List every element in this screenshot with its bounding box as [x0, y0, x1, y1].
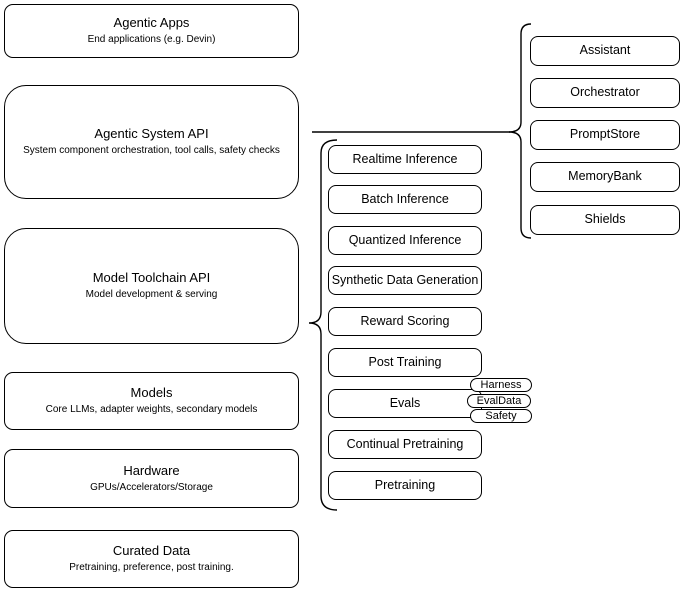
- node-title: Agentic System API: [94, 126, 209, 142]
- node-title: Model Toolchain API: [92, 270, 211, 286]
- node-title: Models: [130, 385, 173, 401]
- node-label: Batch Inference: [361, 191, 449, 206]
- pill-label: Harness: [480, 379, 522, 391]
- node-label: Realtime Inference: [352, 151, 458, 166]
- node-post-training: Post Training: [328, 348, 482, 377]
- node-model-toolchain-api: Model Toolchain API Model development & …: [4, 228, 299, 344]
- node-label: Orchestrator: [570, 85, 640, 100]
- node-title: Curated Data: [112, 543, 191, 559]
- node-label: PromptStore: [569, 127, 641, 142]
- node-evals: Evals: [328, 389, 482, 418]
- node-label: Quantized Inference: [348, 232, 462, 247]
- node-pretraining: Pretraining: [328, 471, 482, 500]
- pill-harness: Harness: [470, 378, 532, 392]
- node-label: Pretraining: [374, 477, 436, 492]
- node-agentic-apps: Agentic Apps End applications (e.g. Devi…: [4, 4, 299, 58]
- node-realtime-inference: Realtime Inference: [328, 145, 482, 174]
- node-assistant: Assistant: [530, 36, 680, 66]
- node-label: MemoryBank: [568, 169, 642, 184]
- node-label: Synthetic Data Generation: [331, 272, 479, 287]
- node-orchestrator: Orchestrator: [530, 78, 680, 108]
- node-subtitle: GPUs/Accelerators/Storage: [90, 481, 213, 493]
- node-title: Hardware: [123, 462, 180, 478]
- node-hardware: Hardware GPUs/Accelerators/Storage: [4, 449, 299, 508]
- node-models: Models Core LLMs, adapter weights, secon…: [4, 372, 299, 430]
- node-label: Reward Scoring: [360, 313, 450, 328]
- node-title: Agentic Apps: [113, 15, 190, 31]
- node-label: Evals: [389, 395, 421, 410]
- node-subtitle: Pretraining, preference, post training.: [69, 562, 234, 574]
- node-subtitle: Core LLMs, adapter weights, secondary mo…: [45, 404, 258, 416]
- node-quantized-inference: Quantized Inference: [328, 226, 482, 255]
- system-group-bracket: [508, 23, 532, 239]
- node-label: Shields: [584, 212, 626, 227]
- node-agentic-system-api: Agentic System API System component orch…: [4, 85, 299, 199]
- pill-label: EvalData: [476, 395, 522, 407]
- node-label: Post Training: [368, 354, 442, 369]
- node-reward-scoring: Reward Scoring: [328, 307, 482, 336]
- node-subtitle: System component orchestration, tool cal…: [23, 145, 280, 157]
- node-batch-inference: Batch Inference: [328, 185, 482, 214]
- node-promptstore: PromptStore: [530, 120, 680, 150]
- node-shields: Shields: [530, 205, 680, 235]
- node-subtitle: Model development & serving: [85, 289, 218, 301]
- pill-evaldata: EvalData: [467, 394, 531, 408]
- node-continual-pretraining: Continual Pretraining: [328, 430, 482, 459]
- node-memorybank: MemoryBank: [530, 162, 680, 192]
- node-label: Continual Pretraining: [346, 436, 464, 451]
- pill-label: Safety: [485, 410, 517, 422]
- node-subtitle: End applications (e.g. Devin): [87, 34, 216, 46]
- node-synthetic-data-generation: Synthetic Data Generation: [328, 266, 482, 295]
- node-curated-data: Curated Data Pretraining, preference, po…: [4, 530, 299, 588]
- pill-safety: Safety: [470, 409, 532, 423]
- node-label: Assistant: [579, 43, 631, 58]
